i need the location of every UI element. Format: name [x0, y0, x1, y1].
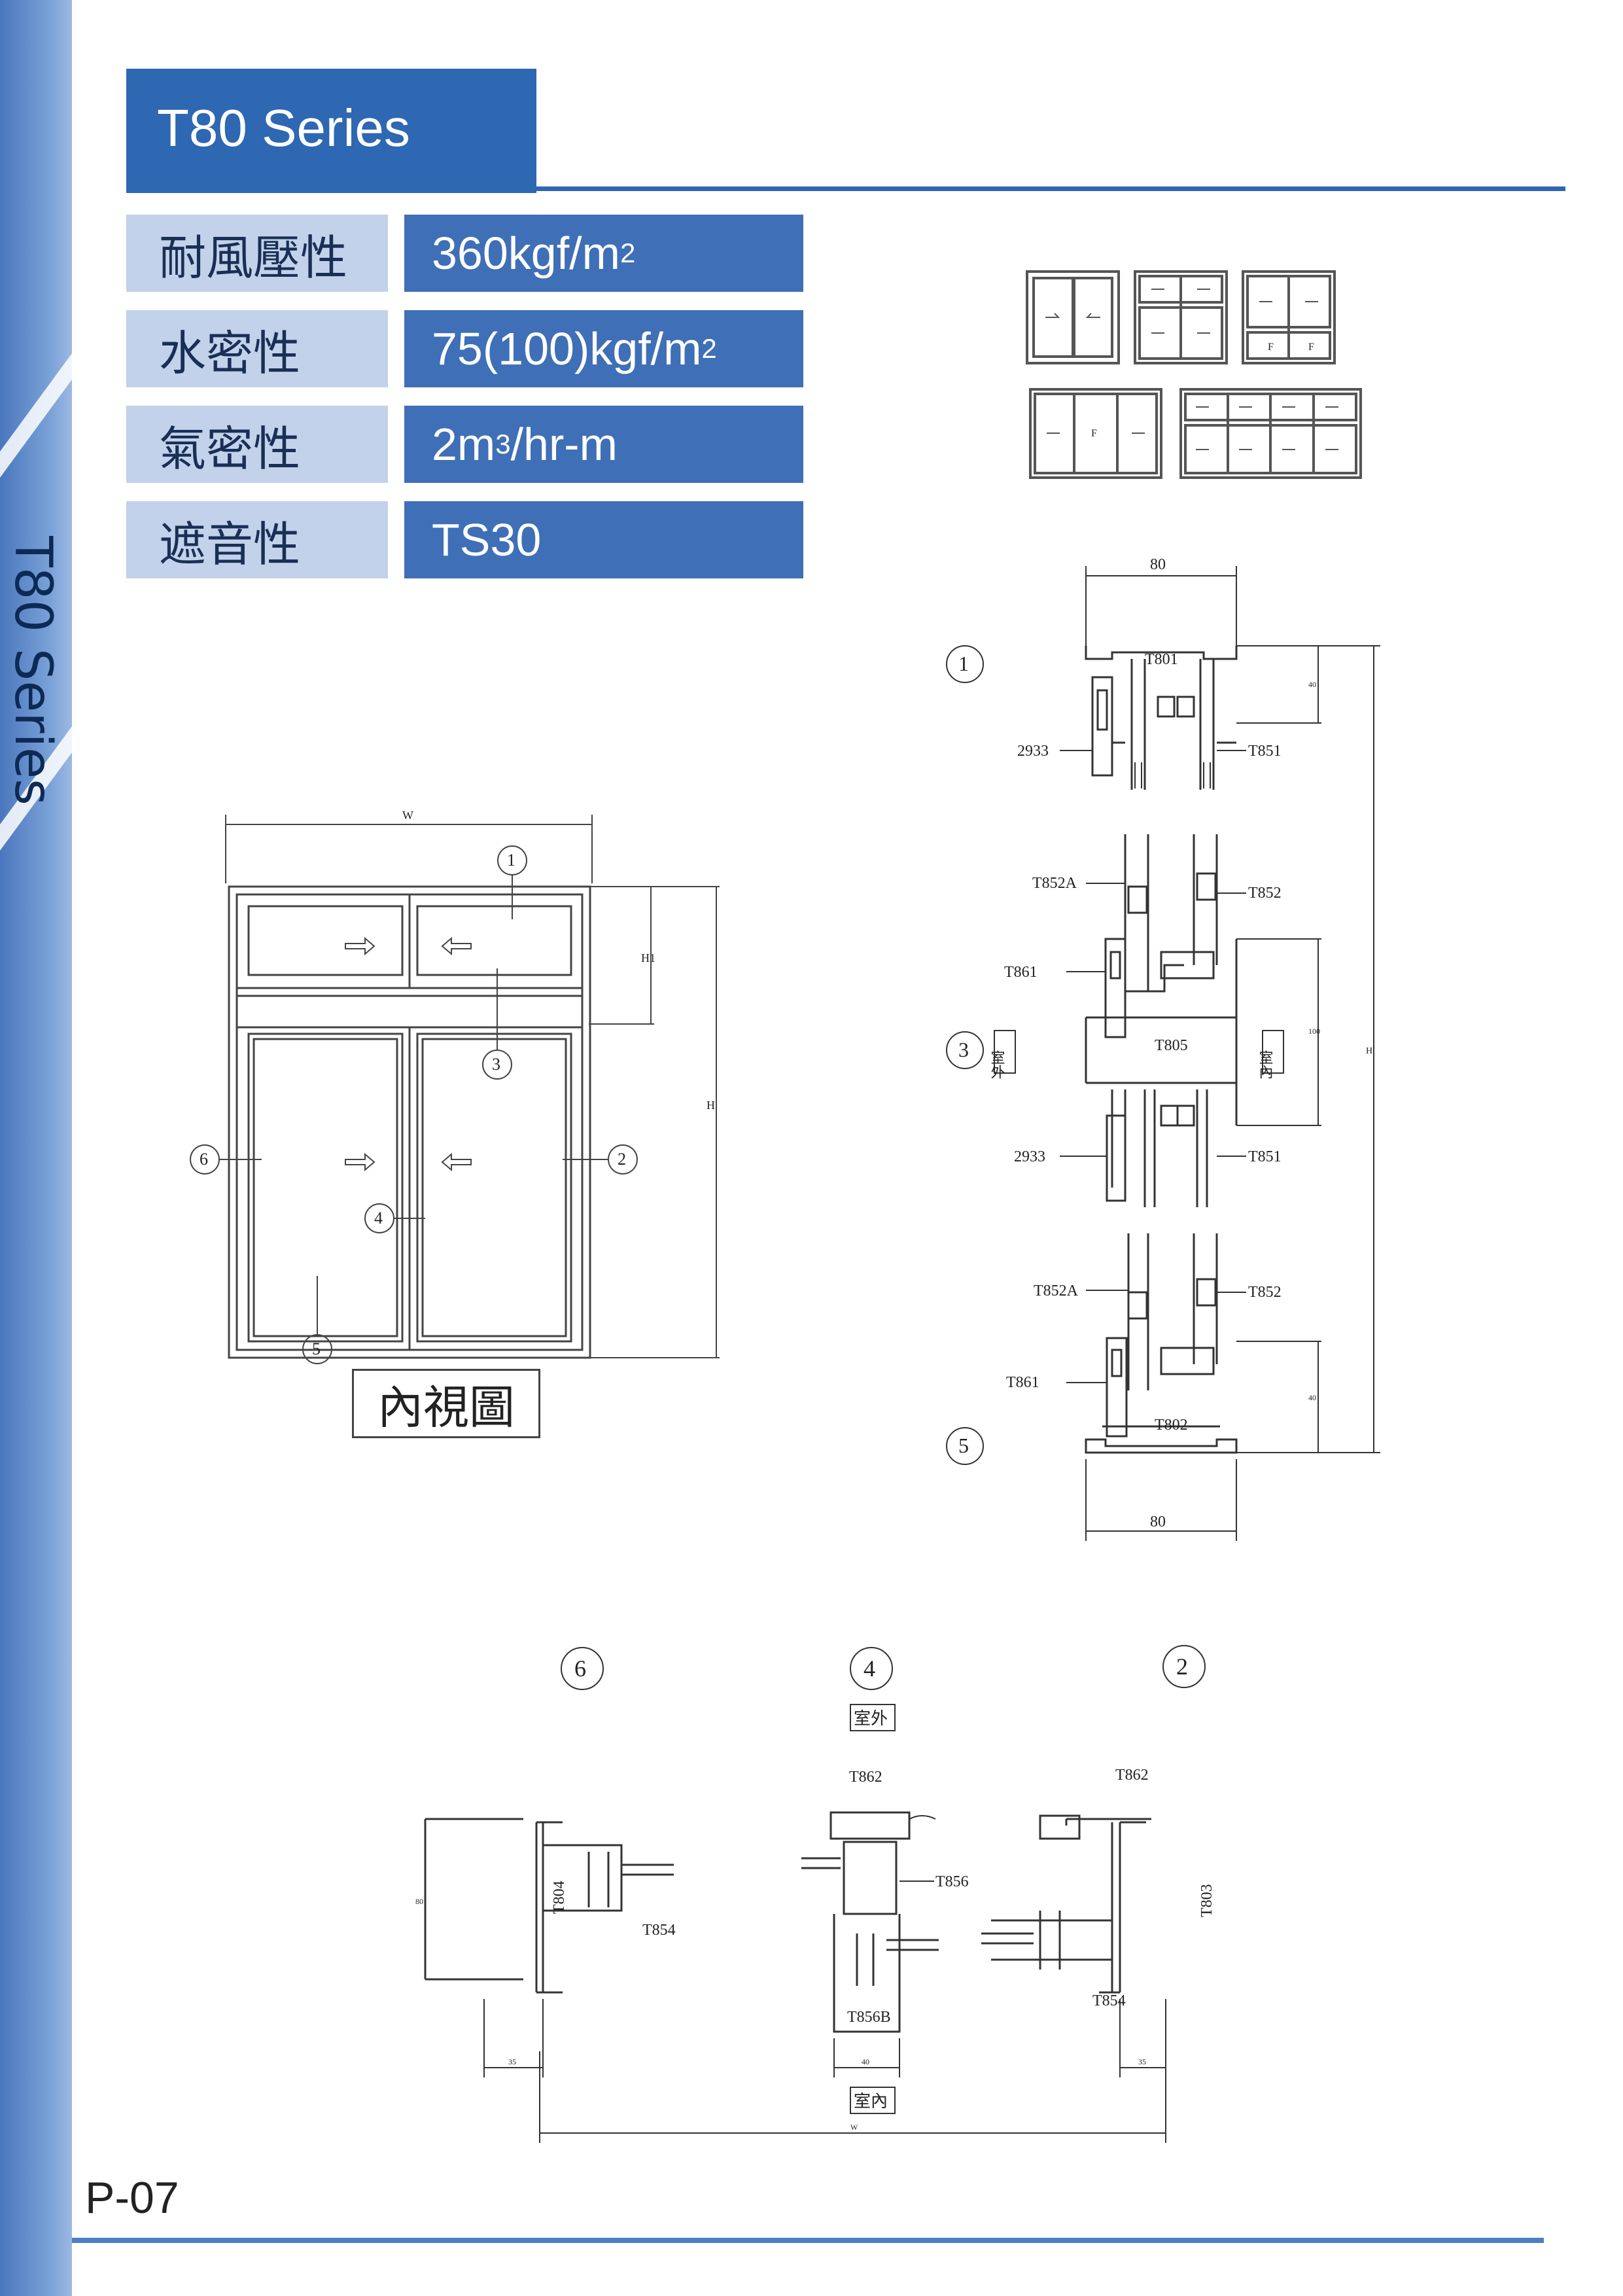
vmarker-1: 1: [958, 652, 969, 675]
profile-sash-upper: [1104, 834, 1218, 1038]
profile-t804: [424, 1818, 674, 1994]
vertical-section-drawing: 80 H 40 100 40: [946, 556, 1380, 1541]
side-band-chevron: [0, 353, 72, 851]
side-band-gradient: [0, 0, 72, 2296]
label-t851-a: T851: [1248, 743, 1282, 760]
dim-35-right: 35: [1138, 2057, 1146, 2066]
label-t851-b: T851: [1248, 1148, 1282, 1165]
config-sliding-over-fixed: [1242, 270, 1336, 364]
svg-text:F: F: [1308, 342, 1314, 353]
marker-3: 3: [492, 1055, 500, 1074]
dim-40-top: 40: [1308, 680, 1316, 689]
marker-4: 4: [374, 1209, 383, 1227]
spec-label-sound: 遮音性: [126, 501, 388, 578]
dim-40-bottom: 40: [1308, 1393, 1316, 1402]
config-two-sliding: [1026, 270, 1120, 364]
spec-label-water: 水密性: [126, 310, 388, 387]
dim-35-left: 35: [508, 2057, 516, 2066]
svg-text:F: F: [1091, 428, 1097, 439]
dim-h: H: [1366, 1046, 1372, 1056]
hmarker-2: 2: [1176, 1653, 1188, 1680]
label-t854-a: T854: [642, 1922, 676, 1939]
profile-sash-lower: [1106, 1233, 1218, 1438]
config-four-panel-with-top: [1179, 388, 1362, 479]
marker-6: 6: [200, 1150, 208, 1169]
outdoor-tag-v: 室外: [989, 1050, 1005, 1079]
vertical-section-markers: [946, 645, 984, 1465]
label-t852-1: T852: [1248, 885, 1282, 902]
indoor-tag-h: 室內: [854, 2092, 888, 2111]
label-t802: T802: [1155, 1417, 1188, 1434]
slide-arrows: [345, 936, 472, 1172]
label-t852a-1: T852A: [1032, 875, 1077, 892]
horizontal-section-drawing: 6 4 2 室外 35: [415, 1645, 1215, 2143]
vmarker-5: 5: [958, 1434, 969, 1457]
svg-text:F: F: [1268, 342, 1274, 353]
header-tab: [126, 69, 536, 193]
dim-100: 100: [1308, 1027, 1320, 1036]
elevation-markers: [190, 845, 638, 1364]
page-title: T80 Series: [157, 99, 410, 157]
dim-80-horizontal: 80: [415, 1897, 423, 1906]
side-title: T80 Series: [3, 536, 62, 805]
dim-bottom-80: 80: [1150, 1513, 1166, 1530]
page-number: P-07: [85, 2173, 179, 2223]
spec-value-sound: TS30: [404, 501, 803, 578]
indoor-tag-v: 室內: [1257, 1050, 1274, 1079]
header-rule: [126, 186, 1565, 191]
label-t856b: T856B: [847, 2009, 891, 2026]
label-t861-2: T861: [1006, 1374, 1039, 1391]
bottom-rule: [72, 2238, 1544, 2243]
profile-t801: [1085, 646, 1238, 790]
profile-t802: [1085, 1425, 1238, 1454]
outdoor-tag-h: 室外: [854, 1709, 888, 1728]
label-t854-b: T854: [1092, 1992, 1126, 2009]
dim-top-80: 80: [1150, 556, 1166, 573]
elevation-drawing: W H1 H 1 2 3 4 5 6: [190, 809, 720, 1364]
label-t862-a: T862: [849, 1769, 882, 1786]
marker-5: 5: [312, 1339, 321, 1358]
label-t861-1: T861: [1004, 964, 1038, 981]
vmarker-3: 3: [958, 1038, 969, 1061]
window-configurations: F F F: [1026, 270, 1362, 479]
dim-h: H: [707, 1099, 715, 1112]
profile-t805: [1085, 939, 1238, 1207]
label-t862-b: T862: [1115, 1767, 1149, 1784]
config-two-sliding-with-top: [1134, 270, 1228, 364]
label-2933-b: 2933: [1014, 1148, 1045, 1165]
profile-interlock: [801, 1811, 939, 2033]
horizontal-section-markers: [561, 1645, 1206, 1690]
label-t852a-2: T852A: [1034, 1282, 1079, 1299]
hmarker-4: 4: [864, 1655, 875, 1682]
marker-1: 1: [507, 851, 515, 870]
label-t804: T804: [551, 1881, 568, 1914]
hmarker-6: 6: [574, 1655, 586, 1682]
label-t803: T803: [1198, 1884, 1215, 1917]
spec-label-air: 氣密性: [126, 406, 388, 483]
dim-40: 40: [862, 2057, 869, 2066]
spec-label-wind: 耐風壓性: [126, 215, 388, 292]
dim-w: W: [402, 809, 413, 822]
dim-w-horizontal: W: [850, 2123, 858, 2132]
label-t856: T856: [935, 1873, 969, 1890]
config-three-panel: [1029, 388, 1162, 479]
profile-t803: [981, 1814, 1151, 1994]
marker-2: 2: [618, 1150, 626, 1169]
elevation-caption: 內視圖: [352, 1369, 540, 1438]
dim-h1: H1: [641, 951, 655, 964]
label-t852-2: T852: [1248, 1284, 1282, 1301]
label-t801: T801: [1145, 651, 1178, 668]
label-2933-a: 2933: [1017, 743, 1049, 760]
label-t805: T805: [1155, 1037, 1188, 1054]
